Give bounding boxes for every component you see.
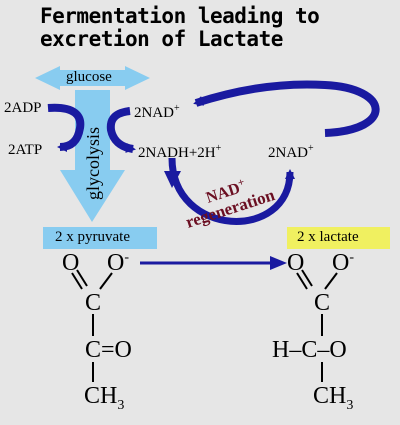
pyruvate-to-lactate-arrowhead	[270, 256, 287, 270]
nad-recycle-arrow	[193, 80, 380, 137]
lactate-label: 2 x lactate	[297, 229, 359, 245]
pyruvate-o-minus-bond	[99, 272, 113, 290]
adp-to-atp-arrow	[47, 103, 85, 152]
title-line-1: Fermentation leading to	[40, 4, 320, 28]
pyruvate-box	[43, 227, 157, 249]
glucose-label: glucose	[66, 69, 112, 85]
title-line-2: excretion of Lactate	[40, 27, 283, 51]
nadh-label: 2NADH+2H+	[138, 143, 222, 161]
nad-regeneration-arc	[168, 157, 295, 225]
adp-label: 2ADP	[4, 100, 42, 116]
arc-entry-arrowhead	[164, 171, 181, 188]
glycolysis-label: glycolysis	[83, 127, 103, 200]
atp-label: 2ATP	[8, 142, 43, 158]
nad-label-top: 2NAD+	[134, 103, 180, 121]
lactate-box	[287, 227, 390, 249]
pyruvate-o-double: O	[62, 250, 80, 276]
pyruvate-carboxyl-carbon: C	[85, 290, 102, 316]
glucose-arrow	[35, 66, 150, 90]
nad-to-nadh-arrow	[106, 107, 136, 153]
pyruvate-o-minus: O-	[107, 250, 130, 276]
lactate-o-minus: O-	[332, 250, 355, 276]
lactate-double-bond-1	[296, 272, 308, 290]
pyruvate-double-bond-1	[71, 272, 83, 290]
lactate-double-bond-2	[301, 269, 313, 287]
pyruvate-label: 2 x pyruvate	[55, 229, 130, 245]
lactate-methyl-group: CH3	[313, 383, 354, 413]
lactate-hydroxyl-group: H–C–O	[272, 337, 347, 363]
lactate-o-minus-bond	[324, 272, 338, 290]
pyruvate-double-bond-2	[76, 269, 88, 287]
nad-label-right: 2NAD+	[268, 143, 314, 161]
pyruvate-methyl-group: CH3	[84, 383, 125, 413]
lactate-carboxyl-carbon: C	[314, 290, 331, 316]
lactate-o-double: O	[287, 250, 305, 276]
pyruvate-keto-group: C=O	[85, 337, 132, 363]
